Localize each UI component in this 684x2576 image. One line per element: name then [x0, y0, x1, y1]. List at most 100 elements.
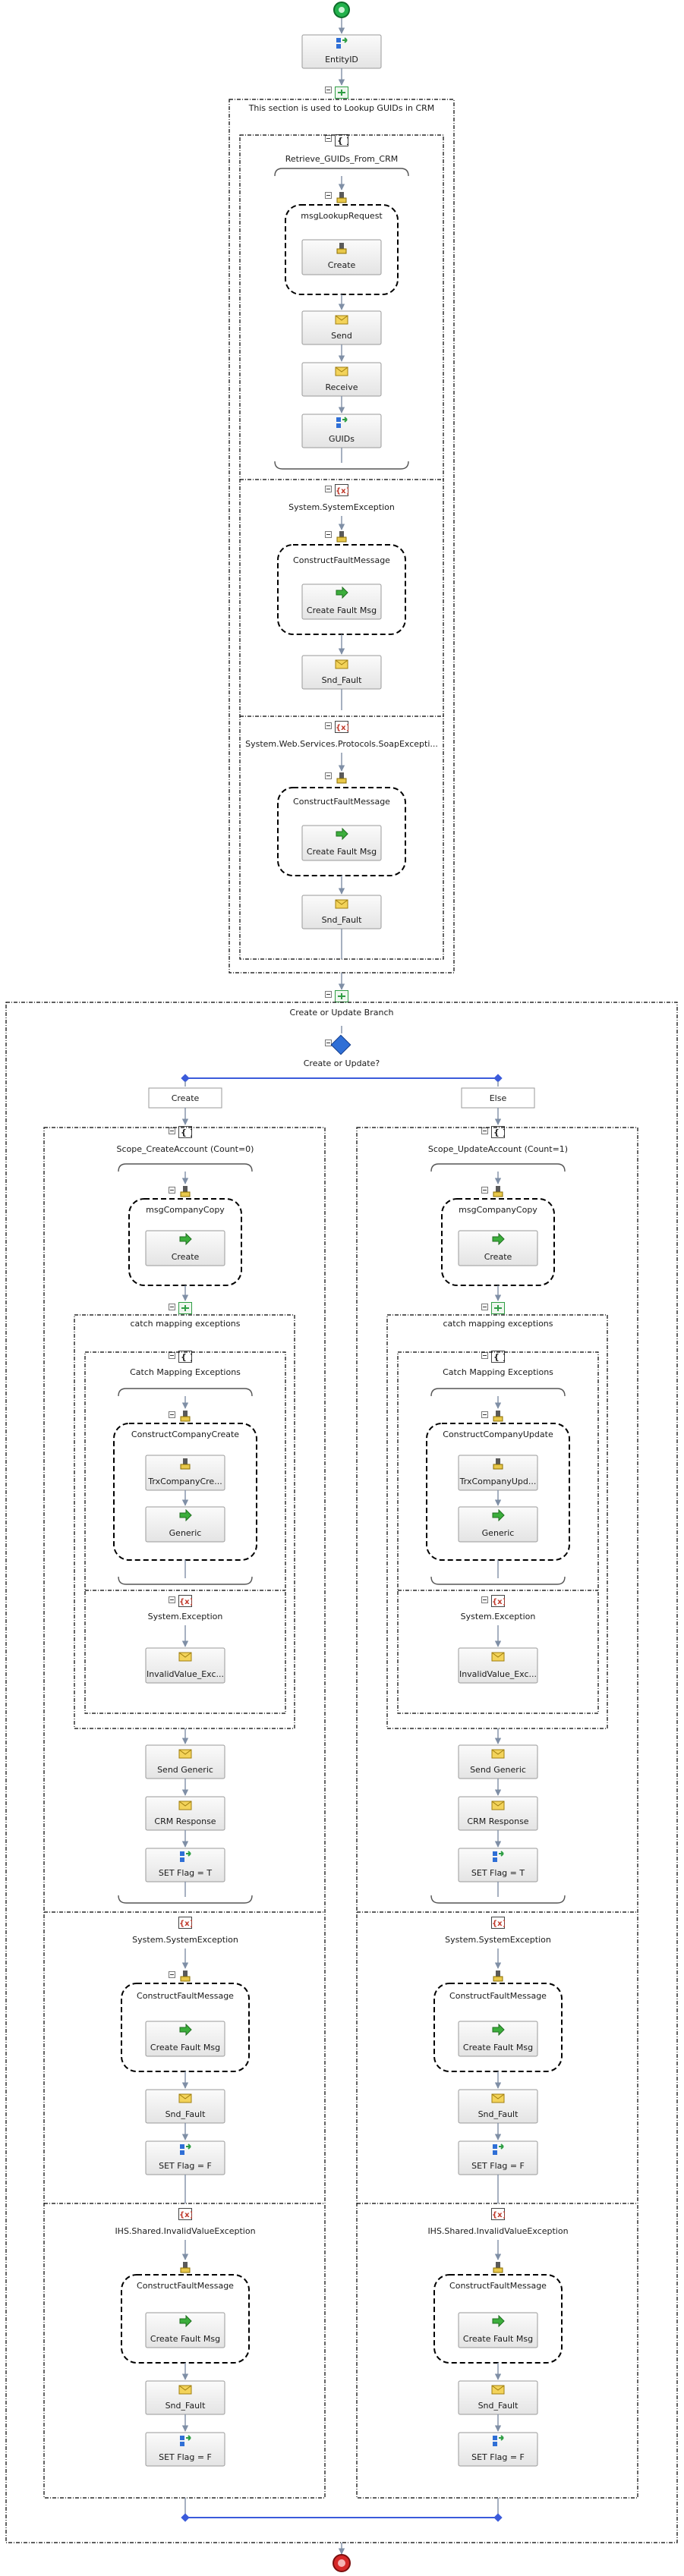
collapse-icon[interactable] [325, 486, 332, 492]
generic-label: Generic [482, 1528, 515, 1538]
snd-fault-shape[interactable]: Snd_Fault [301, 655, 382, 690]
generic-shape[interactable]: Generic [458, 1506, 538, 1543]
scope-icon [491, 1126, 505, 1138]
construct-icon [336, 191, 347, 203]
snd-fault-label: Snd_Fault [478, 2109, 519, 2119]
set-flag-t-shape[interactable]: SET Flag = T [145, 1848, 225, 1882]
ihs-exception-label: IHS.Shared.InvalidValueException [115, 2226, 255, 2236]
collapse-icon[interactable] [325, 1040, 332, 1046]
scope-bracket [274, 461, 409, 470]
construct-icon [180, 2261, 191, 2273]
collapse-icon[interactable] [481, 1596, 488, 1603]
lookup-create-shape[interactable]: Create [301, 239, 382, 275]
collapse-icon[interactable] [325, 135, 332, 142]
trx-company-shape[interactable]: TrxCompanyCre... [145, 1455, 225, 1491]
send-icon [491, 1749, 505, 1759]
create-fault-shape[interactable]: Create Fault Msg [458, 2021, 538, 2057]
scope-icon [491, 1351, 505, 1363]
send-icon [335, 659, 348, 669]
collapse-icon[interactable] [169, 1971, 175, 1978]
create-fault-shape[interactable]: Create Fault Msg [145, 2312, 225, 2348]
invalid-value-shape[interactable]: InvalidValue_Exc... [145, 1647, 225, 1684]
snd-fault-shape[interactable]: Snd_Fault [458, 2380, 538, 2415]
collapse-icon[interactable] [325, 722, 332, 729]
catch-mapping-scope-label: Catch Mapping Exceptions [443, 1367, 553, 1377]
collapse-icon[interactable] [481, 1304, 488, 1310]
crm-response-label: CRM Response [467, 1816, 528, 1826]
invalid-value-label: InvalidValue_Exc... [147, 1669, 224, 1679]
branch-section [5, 1002, 678, 2543]
branch-node [493, 2513, 503, 2522]
guids-shape[interactable]: GUIDs [301, 414, 382, 448]
construct-icon [493, 1970, 503, 1982]
set-flag-t-label: SET Flag = T [471, 1868, 525, 1878]
collapse-icon[interactable] [169, 1128, 175, 1134]
entityid-shape[interactable]: EntityID [301, 34, 382, 69]
invalid-value-label: InvalidValue_Exc... [459, 1669, 537, 1679]
entityid-label: EntityID [325, 55, 358, 64]
collapse-icon[interactable] [481, 1411, 488, 1418]
collapse-icon[interactable] [325, 531, 332, 538]
collapse-icon[interactable] [325, 991, 332, 998]
create-fault-shape[interactable]: Create Fault Msg [145, 2021, 225, 2057]
collapse-icon[interactable] [325, 86, 332, 93]
catch-icon [335, 721, 348, 733]
update-scope-label: Scope_UpdateAccount (Count=1) [428, 1144, 568, 1154]
send-generic-shape[interactable]: Send Generic [145, 1744, 225, 1779]
create-fault-label: Create Fault Msg [307, 605, 377, 615]
snd-fault-shape[interactable]: Snd_Fault [145, 2089, 225, 2124]
snd-fault-shape[interactable]: Snd_Fault [145, 2380, 225, 2415]
branch-else-label-box[interactable]: Else [461, 1087, 535, 1109]
snd-fault-shape[interactable]: Snd_Fault [301, 895, 382, 929]
construct-fault-label: ConstructFaultMessage [137, 1991, 234, 2001]
crm-response-label: CRM Response [154, 1816, 216, 1826]
branch-node [181, 2513, 190, 2522]
collapse-icon[interactable] [169, 1352, 175, 1359]
branch-else-label: Else [490, 1093, 507, 1103]
create-fault-shape[interactable]: Create Fault Msg [458, 2312, 538, 2348]
set-flag-f-shape[interactable]: SET Flag = F [145, 2140, 225, 2175]
collapse-icon[interactable] [325, 192, 332, 199]
company-create-shape[interactable]: Create [145, 1230, 225, 1266]
company-create-shape[interactable]: Create [458, 1230, 538, 1266]
create-fault-label: Create Fault Msg [463, 2334, 533, 2344]
collapse-icon[interactable] [169, 1411, 175, 1418]
construct-icon [493, 2261, 503, 2273]
send-generic-shape[interactable]: Send Generic [458, 1744, 538, 1779]
collapse-icon[interactable] [169, 1596, 175, 1603]
decision-shape[interactable] [330, 1034, 351, 1055]
msg-lookup-label: msgLookupRequest [301, 211, 383, 221]
send-icon [178, 2093, 192, 2103]
set-flag-f-shape[interactable]: SET Flag = F [458, 2432, 538, 2467]
collapse-icon[interactable] [169, 1187, 175, 1194]
branch-create-label-box[interactable]: Create [148, 1087, 222, 1109]
set-flag-t-shape[interactable]: SET Flag = T [458, 1848, 538, 1882]
construct-company-label: ConstructCompanyCreate [131, 1430, 239, 1439]
generic-shape[interactable]: Generic [145, 1506, 225, 1543]
set-flag-f-shape[interactable]: SET Flag = F [458, 2140, 538, 2175]
send-shape[interactable]: Send [301, 310, 382, 345]
receive-shape[interactable]: Receive [301, 362, 382, 397]
construct-icon [180, 1970, 191, 1982]
exception-label: System.Exception [461, 1612, 536, 1621]
create-fault-shape[interactable]: Create Fault Msg [301, 583, 382, 620]
collapse-icon[interactable] [325, 772, 332, 779]
send-icon [335, 899, 348, 909]
sys-exception-label: System.SystemException [445, 1935, 551, 1945]
create-fault-shape[interactable]: Create Fault Msg [301, 825, 382, 861]
construct-fault-label: ConstructFaultMessage [449, 2281, 547, 2291]
invalid-value-shape[interactable]: InvalidValue_Exc... [458, 1647, 538, 1684]
sys-exception-label: System.SystemException [288, 502, 395, 512]
left-branch: Scope_CreateAccount (Count=0) msgCompany… [43, 1108, 326, 2515]
collapse-icon[interactable] [481, 1352, 488, 1359]
catch-mapping-scope [397, 1351, 599, 1714]
collapse-icon[interactable] [169, 1304, 175, 1310]
crm-response-shape[interactable]: CRM Response [145, 1796, 225, 1831]
construct-icon [336, 530, 347, 543]
collapse-icon[interactable] [481, 1187, 488, 1194]
set-flag-f-shape[interactable]: SET Flag = F [145, 2432, 225, 2467]
trx-company-shape[interactable]: TrxCompanyUpd... [458, 1455, 538, 1491]
crm-response-shape[interactable]: CRM Response [458, 1796, 538, 1831]
collapse-icon[interactable] [481, 1128, 488, 1134]
snd-fault-shape[interactable]: Snd_Fault [458, 2089, 538, 2124]
